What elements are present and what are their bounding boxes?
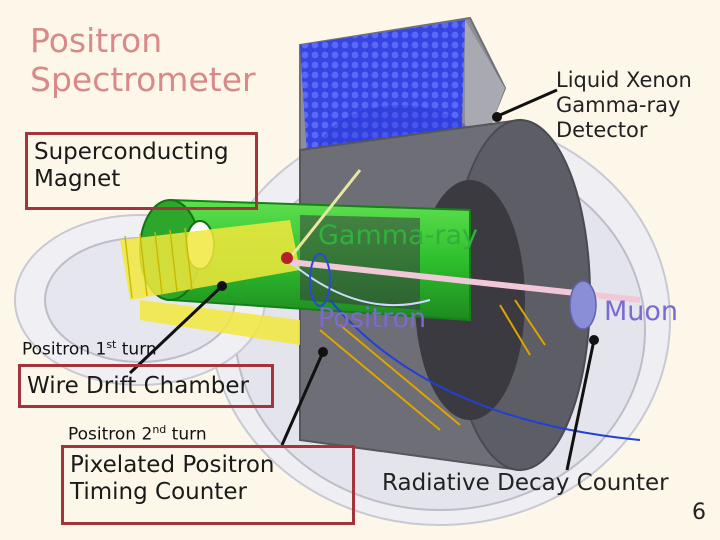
timing-counter-bars bbox=[120, 220, 546, 431]
leader-dots bbox=[217, 112, 599, 357]
gamma-ray-label: Gamma-ray bbox=[318, 220, 478, 251]
title-line-2: Spectrometer bbox=[30, 59, 256, 99]
second-turn-suffix: turn bbox=[166, 424, 207, 445]
first-turn-prefix: Positron 1 bbox=[22, 339, 107, 360]
lxe-label-line-3: Detector bbox=[556, 117, 648, 142]
first-turn-sup: st bbox=[106, 338, 117, 351]
lxe-label-line-2: Gamma-ray bbox=[556, 92, 681, 117]
second-turn-prefix: Positron 2 bbox=[68, 424, 153, 445]
positron-second-turn-label: Positron 2nd turn bbox=[68, 423, 207, 445]
timing-label-line-2: Timing Counter bbox=[70, 479, 247, 506]
title-line-1: Positron bbox=[30, 21, 163, 60]
timing-label-line-1: Pixelated Positron bbox=[70, 452, 275, 478]
positron-label: Positron bbox=[318, 303, 427, 334]
second-turn-sup: nd bbox=[152, 423, 167, 436]
wire-drift-label: Wire Drift Chamber bbox=[27, 373, 249, 399]
magnet-label-line-2: Magnet bbox=[34, 166, 121, 193]
timing-counter-box: Pixelated Positron Timing Counter bbox=[61, 445, 355, 525]
magnet-label-line-1: Superconducting bbox=[34, 139, 229, 165]
muon-disk bbox=[569, 280, 597, 330]
magnet-label-box: Superconducting Magnet bbox=[25, 132, 258, 210]
muon-label: Muon bbox=[604, 296, 679, 327]
first-turn-suffix: turn bbox=[116, 339, 157, 360]
leader-lines bbox=[128, 88, 596, 471]
positron-first-turn-label: Positron 1st turn bbox=[22, 338, 157, 360]
lxe-detector-label: Liquid Xenon Gamma-ray Detector bbox=[556, 68, 692, 142]
slide-title: Positron Spectrometer bbox=[30, 21, 256, 100]
radiative-decay-counter-label: Radiative Decay Counter bbox=[382, 470, 669, 496]
wire-drift-chamber-box: Wire Drift Chamber bbox=[18, 364, 274, 408]
lxe-label-line-1: Liquid Xenon bbox=[556, 68, 692, 92]
page-number: 6 bbox=[692, 500, 706, 525]
